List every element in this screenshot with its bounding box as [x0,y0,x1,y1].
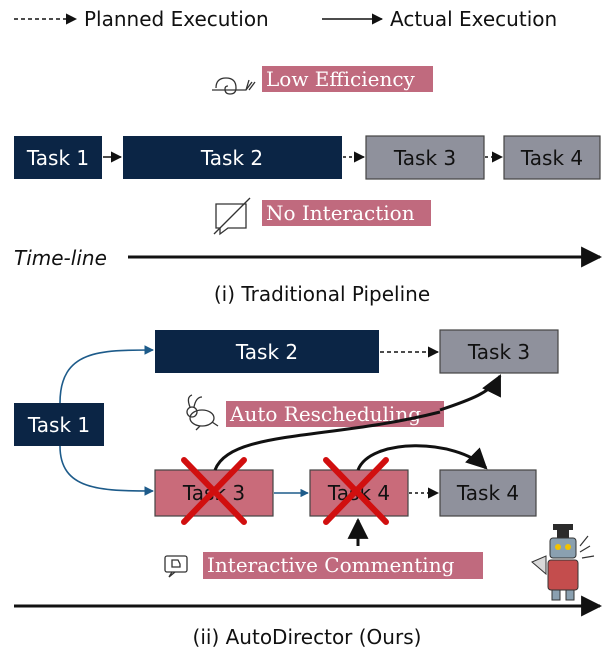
interactive-commenting-label: Interactive Commenting [207,553,455,577]
trad-task3-box [365,135,485,180]
dislike-comment-icon [164,555,188,578]
timeline-label: Time-line [14,246,107,270]
ad-branch-down-arrow [59,445,154,496]
legend-actual-label: Actual Execution [390,7,557,31]
ad-task3-top-label: Task 3 [467,340,530,364]
no-interaction-label: No Interaction [266,201,415,225]
no-comment-icon [213,197,251,236]
ad-task2-box [155,330,379,373]
interactive-commenting-tag: Interactive Commenting [164,552,483,579]
autodirector-pipeline: Task 1 Task 2 Task 3 Auto Rescheduling T… [14,329,603,649]
ad-skip-arrow [356,444,488,471]
rabbit-icon [186,394,219,431]
trad-task4-box [503,135,601,180]
auto-rescheduling-tag: Auto Rescheduling [186,394,444,431]
trad-task3-label: Task 3 [393,146,456,170]
trad-task2-box [123,136,342,179]
traditional-caption: (i) Traditional Pipeline [214,282,430,306]
low-efficiency-tag: Low Efficiency [212,66,433,95]
trad-task1-label: Task 1 [26,146,89,170]
cancel-cross-icon [323,457,389,525]
ad-reschedule-from-task3-arrow [213,410,441,471]
autodirector-caption: (ii) AutoDirector (Ours) [193,625,422,649]
trad-task2-label: Task 2 [200,146,263,170]
low-efficiency-label: Low Efficiency [266,67,416,91]
ad-task1-label: Task 1 [27,413,90,437]
legend: Planned Execution Actual Execution [14,7,557,31]
ad-task3-top-box [439,329,559,374]
no-interaction-tag: No Interaction [213,197,431,236]
ad-branch-up-arrow [59,345,154,404]
ad-reschedule-arrow [439,374,502,412]
trad-task1-box [14,136,102,179]
ad-task4-final-label: Task 4 [456,481,519,505]
cancel-cross-icon [181,457,247,525]
trad-task4-label: Task 4 [520,146,583,170]
ad-task1-box [14,403,104,446]
traditional-pipeline: Low Efficiency Task 1 Task 2 Task 3 Task… [14,66,603,306]
ad-task4-final-box [439,469,537,517]
robot-director-icon [531,524,595,601]
legend-planned-label: Planned Execution [84,7,269,31]
ad-task2-label: Task 2 [235,340,298,364]
snail-icon [212,77,256,95]
